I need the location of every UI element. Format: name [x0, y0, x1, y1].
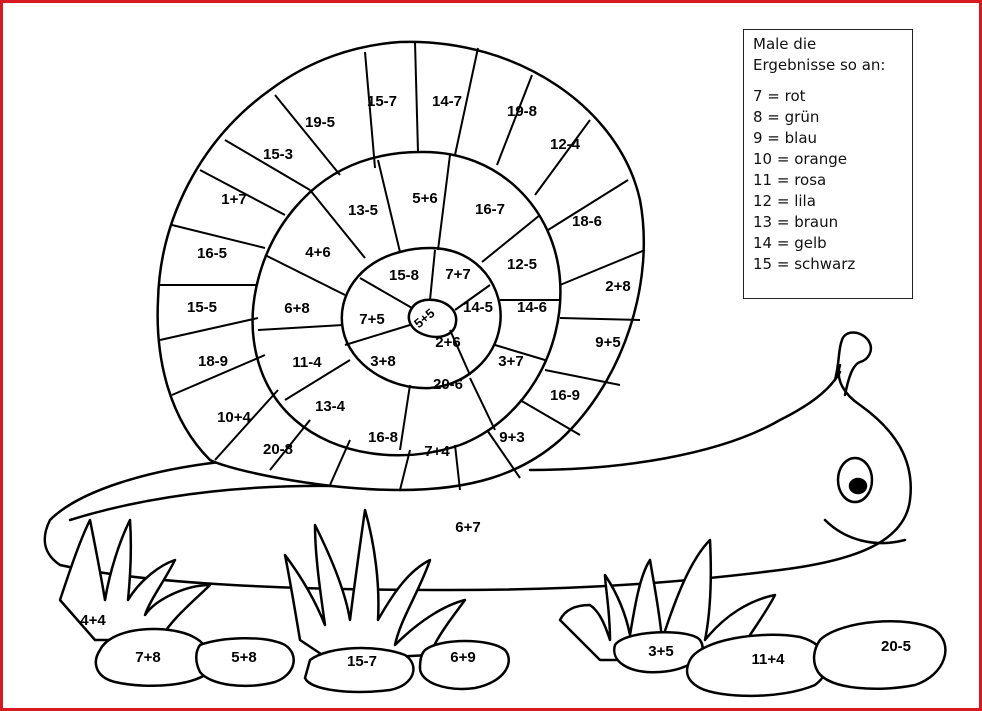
- outer-label: 16-5: [197, 245, 227, 262]
- inner-label: 15-8: [389, 267, 419, 284]
- middle-label: 11-4: [292, 354, 322, 371]
- inner-label: 7+5: [359, 311, 384, 328]
- middle-label: 12-5: [507, 256, 537, 273]
- middle-label: 3+8: [370, 353, 395, 370]
- outer-label: 19-8: [507, 103, 537, 120]
- inner-label: 14-5: [463, 299, 493, 316]
- inner-label: 2+6: [435, 334, 460, 351]
- stone-2: [195, 637, 295, 688]
- snail-smile: [823, 518, 907, 545]
- legend-row: 14 = gelb: [753, 234, 827, 252]
- grass-middle: [283, 508, 467, 662]
- legend-title: Male die Ergebnisse so an:: [753, 35, 886, 74]
- outer-label: 14-7: [432, 93, 462, 110]
- middle-ring-labels: 5+6 16-7 12-5 14-6 3+7 20-6 3+8 11-4 6+8…: [284, 190, 547, 393]
- outer-label: 16-9: [550, 387, 580, 404]
- stone-label: 3+5: [648, 643, 673, 660]
- outer-label: 15-5: [187, 299, 217, 316]
- snail-antenna: [833, 331, 873, 397]
- outer-label: 19-5: [305, 114, 335, 131]
- body-label: 6+7: [455, 519, 480, 536]
- middle-label: 6+8: [284, 300, 309, 317]
- snail-eye: [836, 456, 874, 504]
- legend-row: 9 = blau: [753, 129, 818, 147]
- stone-label: 20-5: [881, 638, 911, 655]
- stone-label: 15-7: [347, 653, 377, 670]
- stone-label: 5+8: [231, 649, 256, 666]
- inner-ring-labels: 7+7 14-5 2+6 7+5 15-8 5+5: [359, 266, 493, 351]
- outer-label: 1+7: [221, 191, 246, 208]
- middle-label: 16-7: [475, 201, 505, 218]
- stone-label: 11+4: [752, 651, 786, 668]
- stone-3: [303, 646, 415, 694]
- inner-label: 7+7: [445, 266, 470, 283]
- outer-label: 15-7: [367, 93, 397, 110]
- outer-label: 10+4: [217, 409, 251, 426]
- outer-label: 13-4: [315, 398, 346, 415]
- outer-label: 16-8: [368, 429, 398, 446]
- legend-row: 8 = grün: [753, 108, 820, 126]
- middle-label: 20-6: [433, 376, 463, 393]
- legend-row: 13 = braun: [753, 213, 839, 231]
- stone-7: [812, 620, 947, 690]
- legend-row: 15 = schwarz: [753, 255, 856, 273]
- outer-label: 12-4: [550, 136, 581, 153]
- legend-row: 10 = orange: [753, 150, 847, 168]
- outer-label: 18-9: [198, 353, 228, 370]
- snail-body: [43, 363, 913, 592]
- legend-row: 11 = rosa: [753, 171, 827, 189]
- middle-label: 14-6: [517, 299, 547, 316]
- grass-right: [558, 538, 777, 662]
- outer-label: 18-6: [572, 213, 602, 230]
- outer-label: 2+8: [605, 278, 630, 295]
- stone-label: 7+8: [135, 649, 160, 666]
- stone-4: [418, 639, 510, 691]
- outer-label: 9+5: [595, 334, 620, 351]
- snail-neck: [528, 370, 842, 472]
- middle-label: 3+7: [498, 353, 523, 370]
- grass-label: 4+4: [80, 612, 106, 629]
- snail-body-line: [68, 484, 392, 522]
- stone-6: [685, 633, 829, 698]
- outer-ring-labels: 15-7 14-7 19-8 12-4 18-6 2+8 9+5 16-9 9+…: [187, 93, 631, 460]
- outer-label: 7+4: [424, 443, 450, 460]
- shell-center: [407, 298, 458, 339]
- stone-label: 6+9: [450, 649, 475, 666]
- middle-label: 4+6: [305, 244, 330, 261]
- legend-row: 7 = rot: [753, 87, 806, 105]
- outer-label: 15-3: [263, 146, 293, 163]
- color-legend: Male die Ergebnisse so an: 7 = rot 8 = g…: [743, 29, 913, 299]
- middle-label: 13-5: [348, 202, 378, 219]
- outer-label: 9+3: [499, 429, 524, 446]
- outer-label: 20-8: [263, 441, 293, 458]
- legend-row: 12 = lila: [753, 192, 816, 210]
- grass-left: [58, 518, 212, 642]
- middle-label: 5+6: [412, 190, 437, 207]
